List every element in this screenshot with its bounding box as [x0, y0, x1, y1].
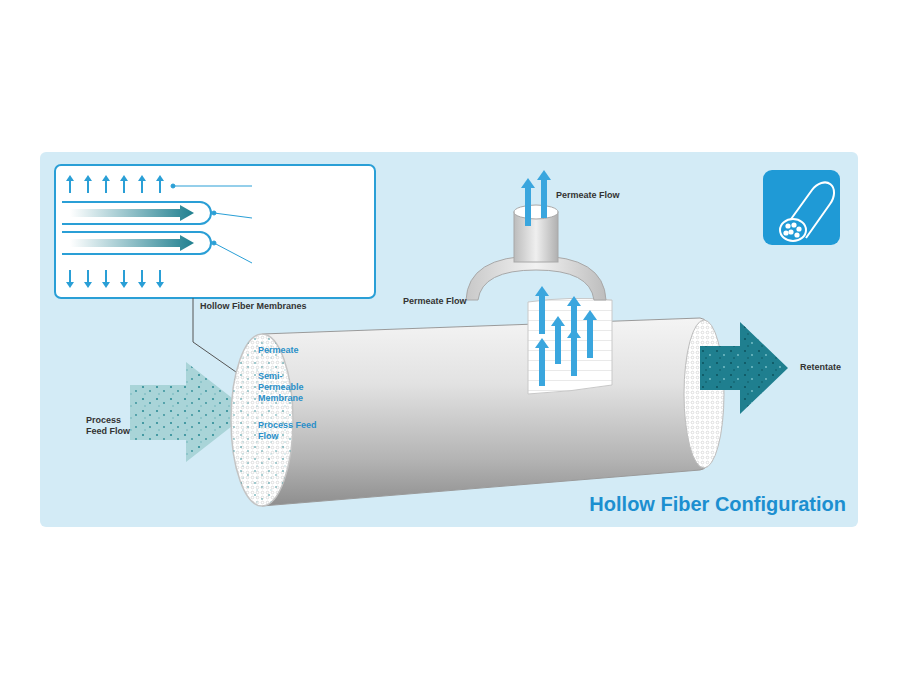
membrane-label: Semi-Permeable Membrane: [258, 371, 324, 403]
hollow-fiber-icon: [763, 170, 840, 245]
flow-label: Retentate: [800, 362, 841, 373]
permeate-label: Permeate: [258, 345, 299, 356]
flow-label: Permeate Flow: [556, 190, 620, 201]
inset-leader-lines: [171, 184, 252, 263]
leader-label: Hollow Fiber Membranes: [200, 301, 307, 312]
hollow-fiber-module: [231, 318, 724, 506]
membrane-fibers: [62, 202, 211, 254]
diagram-title: Hollow Fiber Configuration: [589, 493, 846, 516]
retentate-arrow: [700, 322, 788, 414]
inset-frame: [55, 165, 375, 298]
flow-label: Process Feed Flow: [86, 415, 130, 438]
background-panel: [40, 152, 858, 527]
flow-label: Permeate Flow: [403, 296, 467, 307]
feed-flow-label: Process Feed Flow: [258, 420, 324, 442]
